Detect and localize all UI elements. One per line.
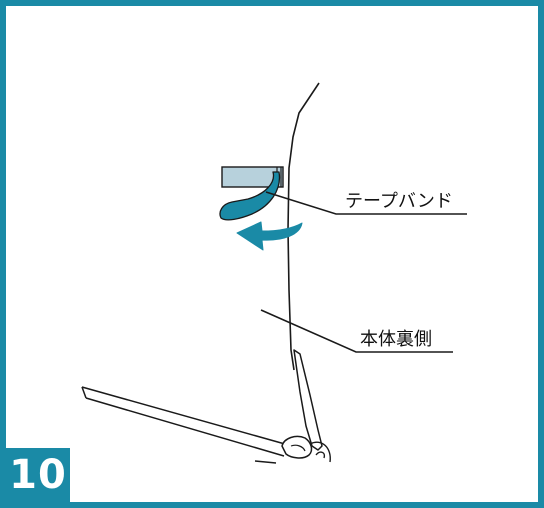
tape-band-tab [221,166,284,188]
tape-band-leader-line [265,191,467,215]
stand-hinge [281,435,313,459]
curved-arrow-icon [236,221,303,251]
stand-base-curve [309,441,331,463]
step-number-badge: 10 [6,448,70,502]
back-of-body-label: 本体裏側 [360,329,432,350]
stand-joint [293,349,323,451]
stand-leg [81,386,293,457]
back-of-body-leader-line [260,309,453,353]
tape-band-strap [219,171,281,221]
tape-band-label: テープバンド [345,191,453,212]
stand-base-edge [254,460,277,464]
stand-hinge-detail [290,444,306,452]
